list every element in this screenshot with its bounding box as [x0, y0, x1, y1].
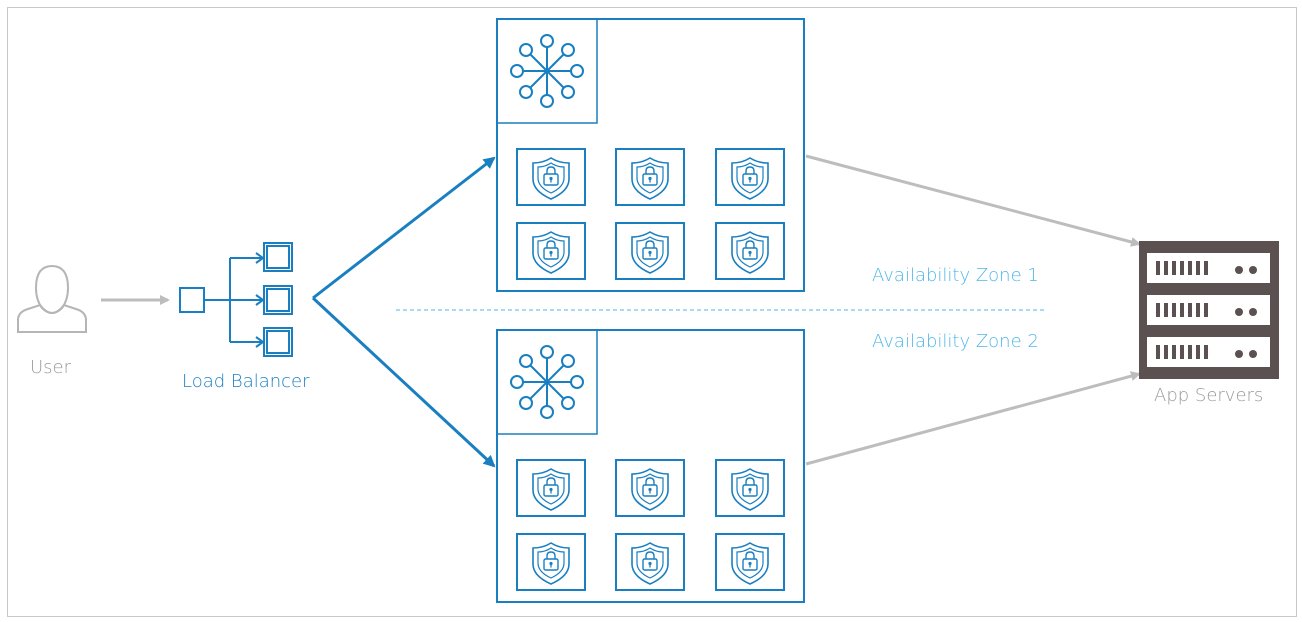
app-servers-label: App Servers — [1154, 385, 1264, 406]
user-icon — [17, 264, 87, 333]
server-rack-icon — [1139, 241, 1279, 379]
instance-shield-lock-icon — [615, 459, 685, 517]
instance-shield-lock-icon — [615, 148, 685, 206]
instance-shield-lock-icon — [715, 222, 785, 280]
instance-shield-lock-icon — [516, 533, 586, 591]
instance-shield-lock-icon — [715, 459, 785, 517]
diagram-frame — [7, 7, 1297, 617]
lb-to-zone2-arrow — [311, 296, 496, 468]
hub-icon — [510, 345, 584, 419]
instance-shield-lock-icon — [516, 222, 586, 280]
zone2-to-app-arrow — [805, 371, 1141, 466]
zone-1-instances — [516, 148, 785, 280]
zone-2-instances — [516, 459, 785, 591]
instance-shield-lock-icon — [615, 222, 685, 280]
hub-icon — [510, 34, 584, 108]
instance-shield-lock-icon — [516, 459, 586, 517]
zone1-to-app-arrow — [805, 154, 1141, 247]
zone-2-box — [496, 329, 805, 603]
instance-shield-lock-icon — [715, 533, 785, 591]
instance-shield-lock-icon — [615, 533, 685, 591]
user-label: User — [30, 357, 72, 378]
instance-shield-lock-icon — [715, 148, 785, 206]
load-balancer-label: Load Balancer — [182, 371, 310, 392]
load-balancer-icon — [179, 242, 293, 357]
lb-to-zone1-arrow — [312, 156, 496, 300]
instance-shield-lock-icon — [516, 148, 586, 206]
zone-1-box — [496, 18, 805, 292]
zone-2-label: Availability Zone 2 — [872, 331, 1039, 352]
zone-1-label: Availability Zone 1 — [872, 265, 1039, 286]
